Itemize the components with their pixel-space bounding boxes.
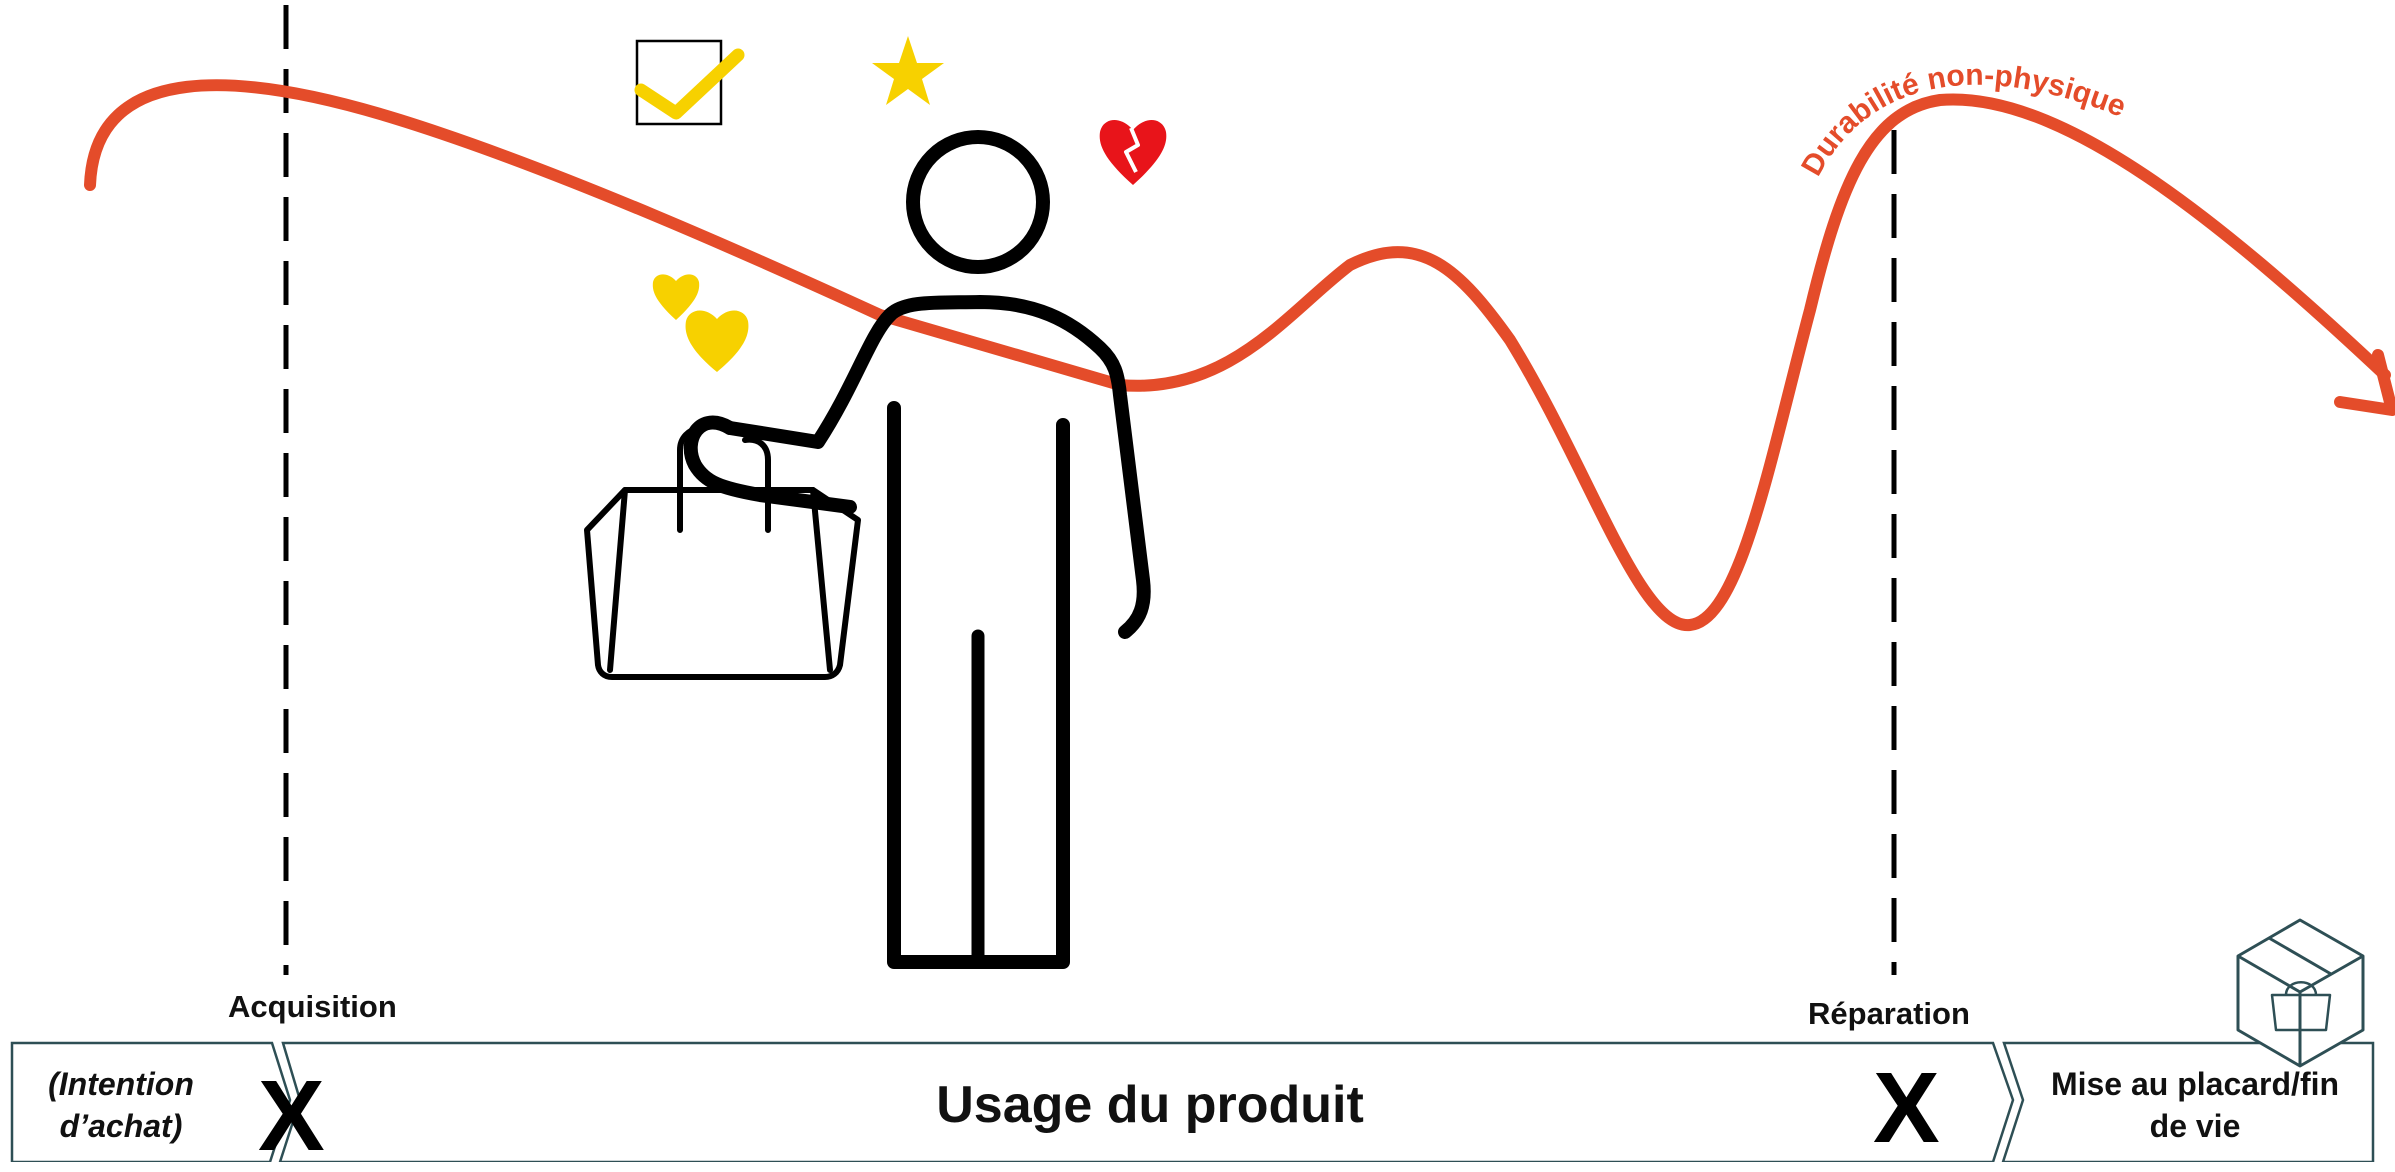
- reparation-x-mark: X: [1873, 1058, 1940, 1158]
- checkbox-check-icon: [637, 41, 738, 124]
- star-icon: [872, 36, 944, 105]
- broken-heart-icon: [1100, 120, 1167, 185]
- acquisition-label: Acquisition: [228, 989, 397, 1025]
- stage-intention-line2: d’achat): [36, 1105, 206, 1147]
- stage-end-line2: de vie: [2030, 1105, 2360, 1147]
- curve-label-text: Durabilité non-physique: [1795, 59, 2130, 181]
- stage-intention-label: (Intention d’achat): [36, 1063, 206, 1147]
- curve-label: Durabilité non-physique: [1795, 59, 2130, 181]
- stage-usage-label: Usage du produit: [800, 1074, 1500, 1136]
- hearts-icon: [653, 274, 749, 372]
- stage-end-line1: Mise au placard/fin: [2030, 1063, 2360, 1105]
- person-with-bag-icon: [587, 137, 1144, 962]
- acquisition-x-mark: X: [258, 1066, 325, 1166]
- durability-curve: [90, 85, 2385, 625]
- stage-end-label: Mise au placard/fin de vie: [2030, 1063, 2360, 1147]
- reparation-label: Réparation: [1808, 996, 1970, 1032]
- stage-intention-line1: (Intention: [36, 1063, 206, 1105]
